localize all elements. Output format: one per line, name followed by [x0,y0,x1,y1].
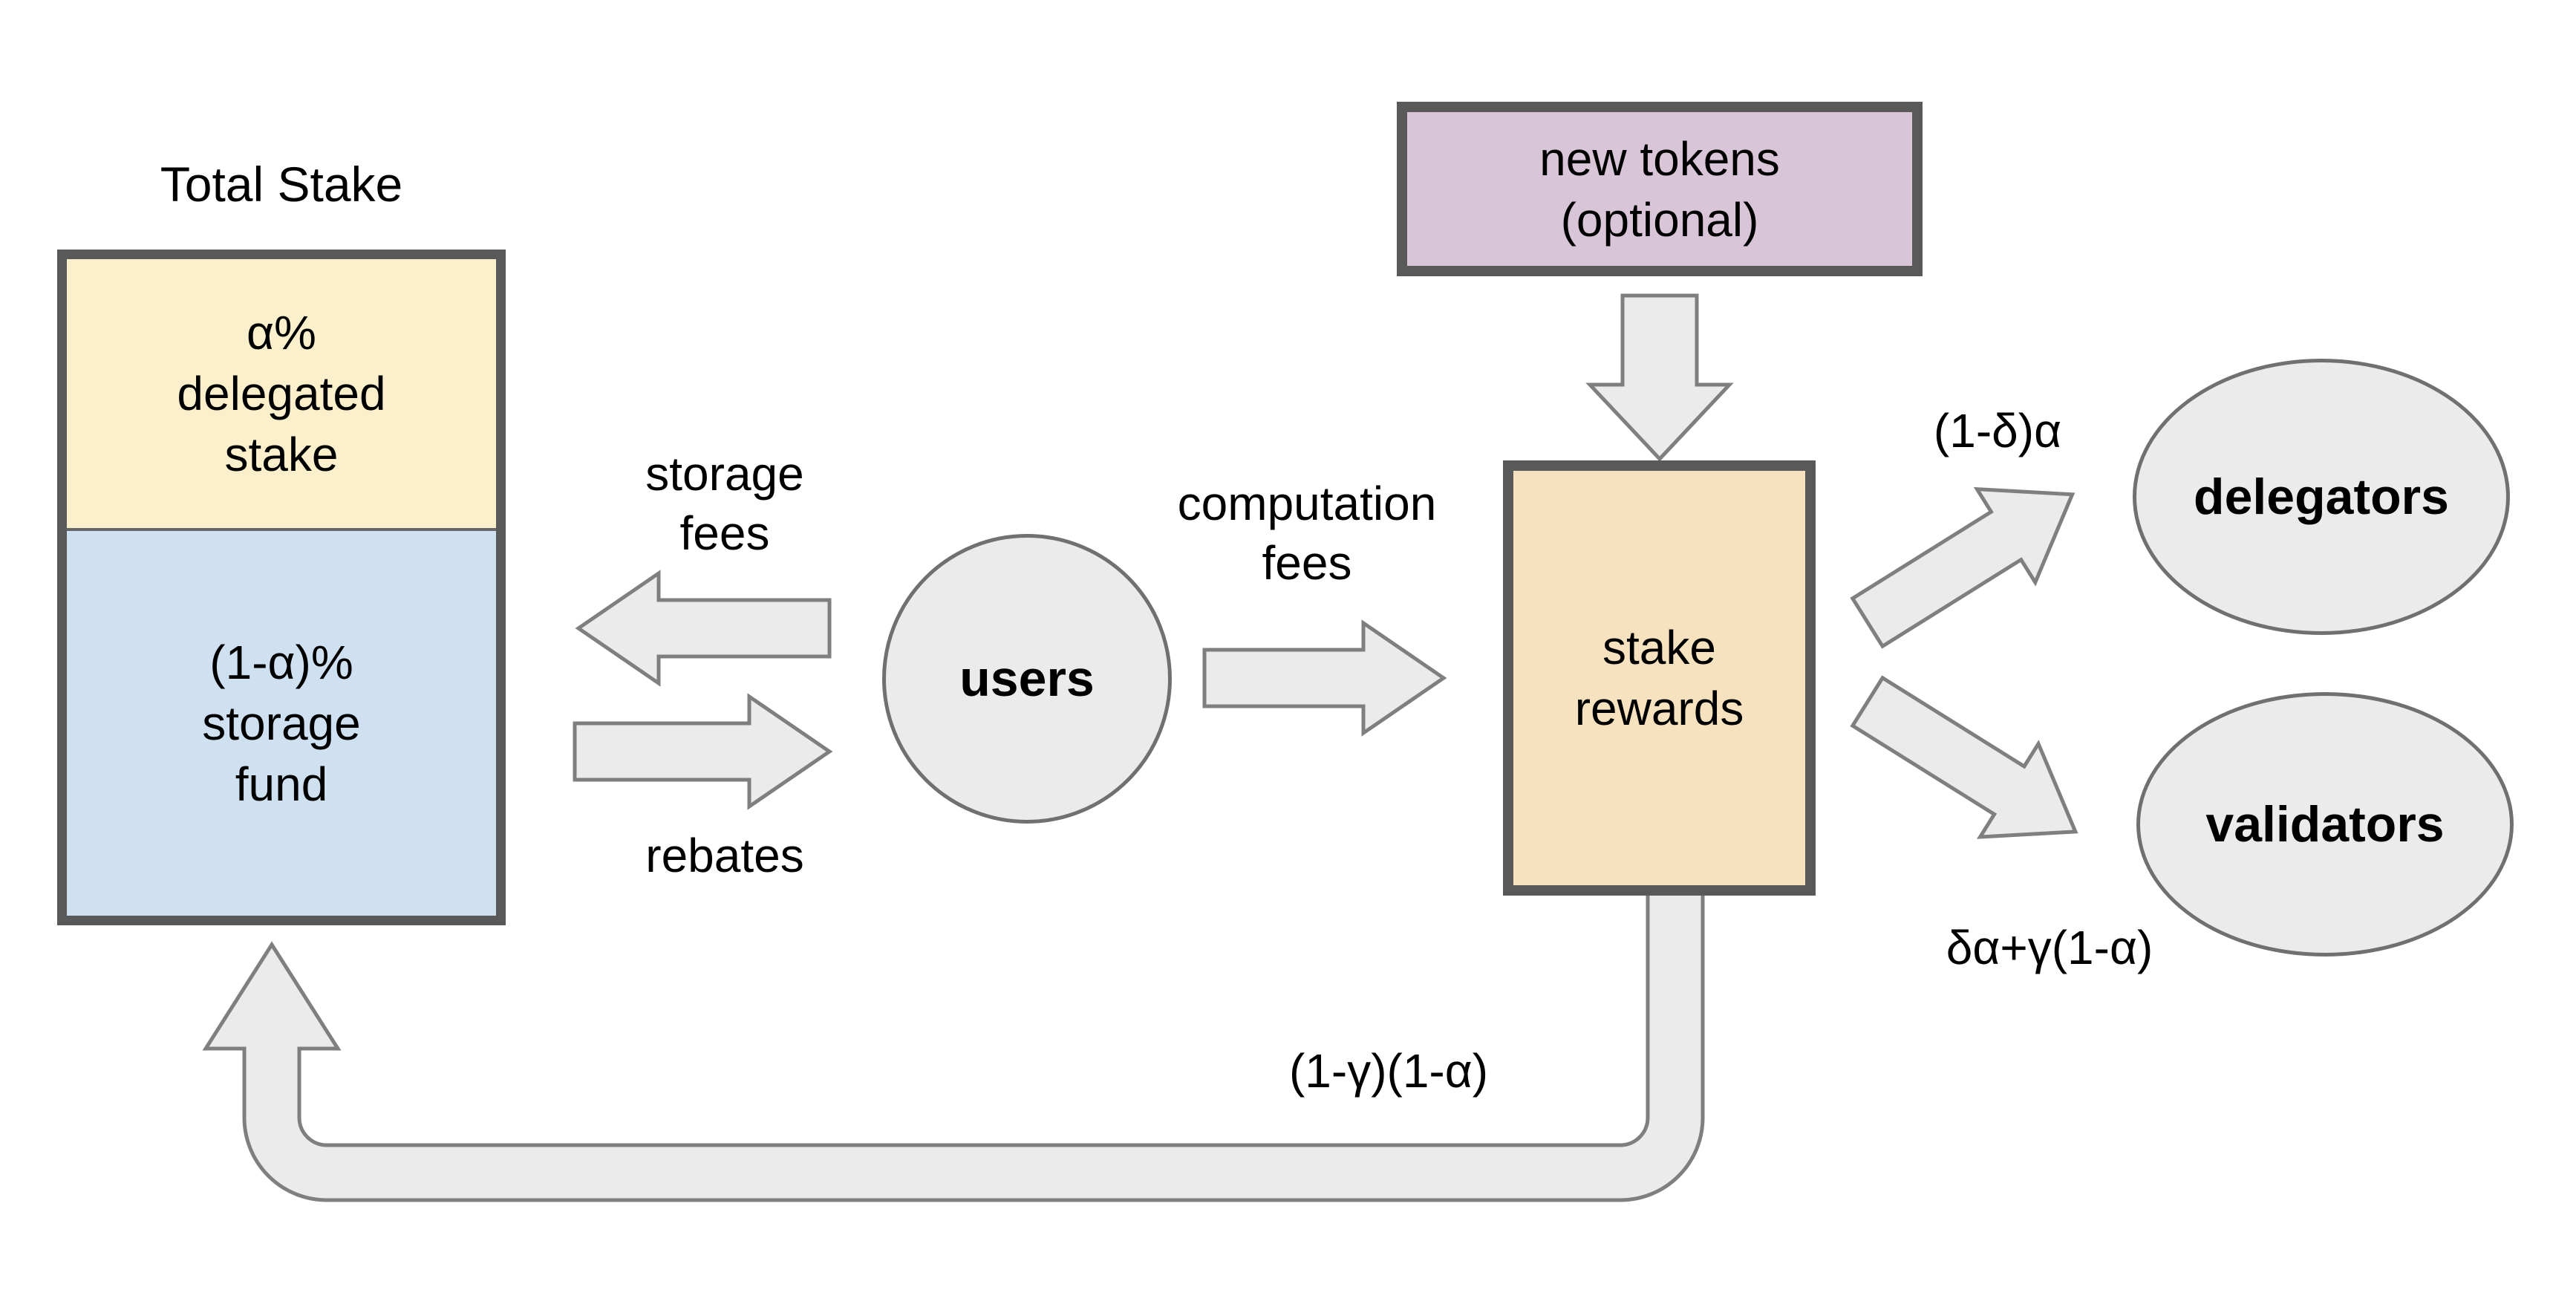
storage-fund-return-label: (1-γ)(1-α) [1288,1044,1489,1098]
computation-fees-arrow [1202,619,1447,737]
validators-arrow [1850,675,2078,839]
validators-label: validators [2205,796,2445,853]
rebates-arrow [573,693,833,810]
storage-fees-arrow [575,570,832,687]
rebates-label: rebates [645,829,804,882]
delegated-stake-label: α% delegated stake [177,306,386,481]
delegators-arrow [1850,486,2076,649]
storage-fees-label: storage fees [645,447,804,560]
total-stake-title: Total Stake [160,157,403,212]
storage-fund-return-pipe [202,887,1705,1202]
users-node: users [882,534,1172,824]
computation-fees-label: computation fees [1177,477,1437,590]
delegated-stake-section: α% delegated stake [67,259,496,531]
new-tokens-label: new tokens (optional) [1539,131,1780,247]
delegators-share-label: (1-δ)α [1933,404,2062,457]
new-tokens-box: new tokens (optional) [1397,102,1923,276]
stake-rewards-label: stake rewards [1574,621,1744,735]
delegators-node: delegators [2133,359,2510,635]
users-label: users [959,651,1095,707]
validators-node: validators [2136,692,2514,957]
storage-fund-label: (1-α)% storage fund [202,636,361,811]
storage-fund-section: (1-α)% storage fund [67,531,496,916]
stake-rewards-box: stake rewards [1503,460,1816,896]
validators-share-label: δα+γ(1-α) [1946,921,2153,974]
total-stake-box: α% delegated stake (1-α)% storage fund [57,250,506,925]
delegators-label: delegators [2194,469,2449,525]
new-tokens-arrow [1585,293,1734,462]
